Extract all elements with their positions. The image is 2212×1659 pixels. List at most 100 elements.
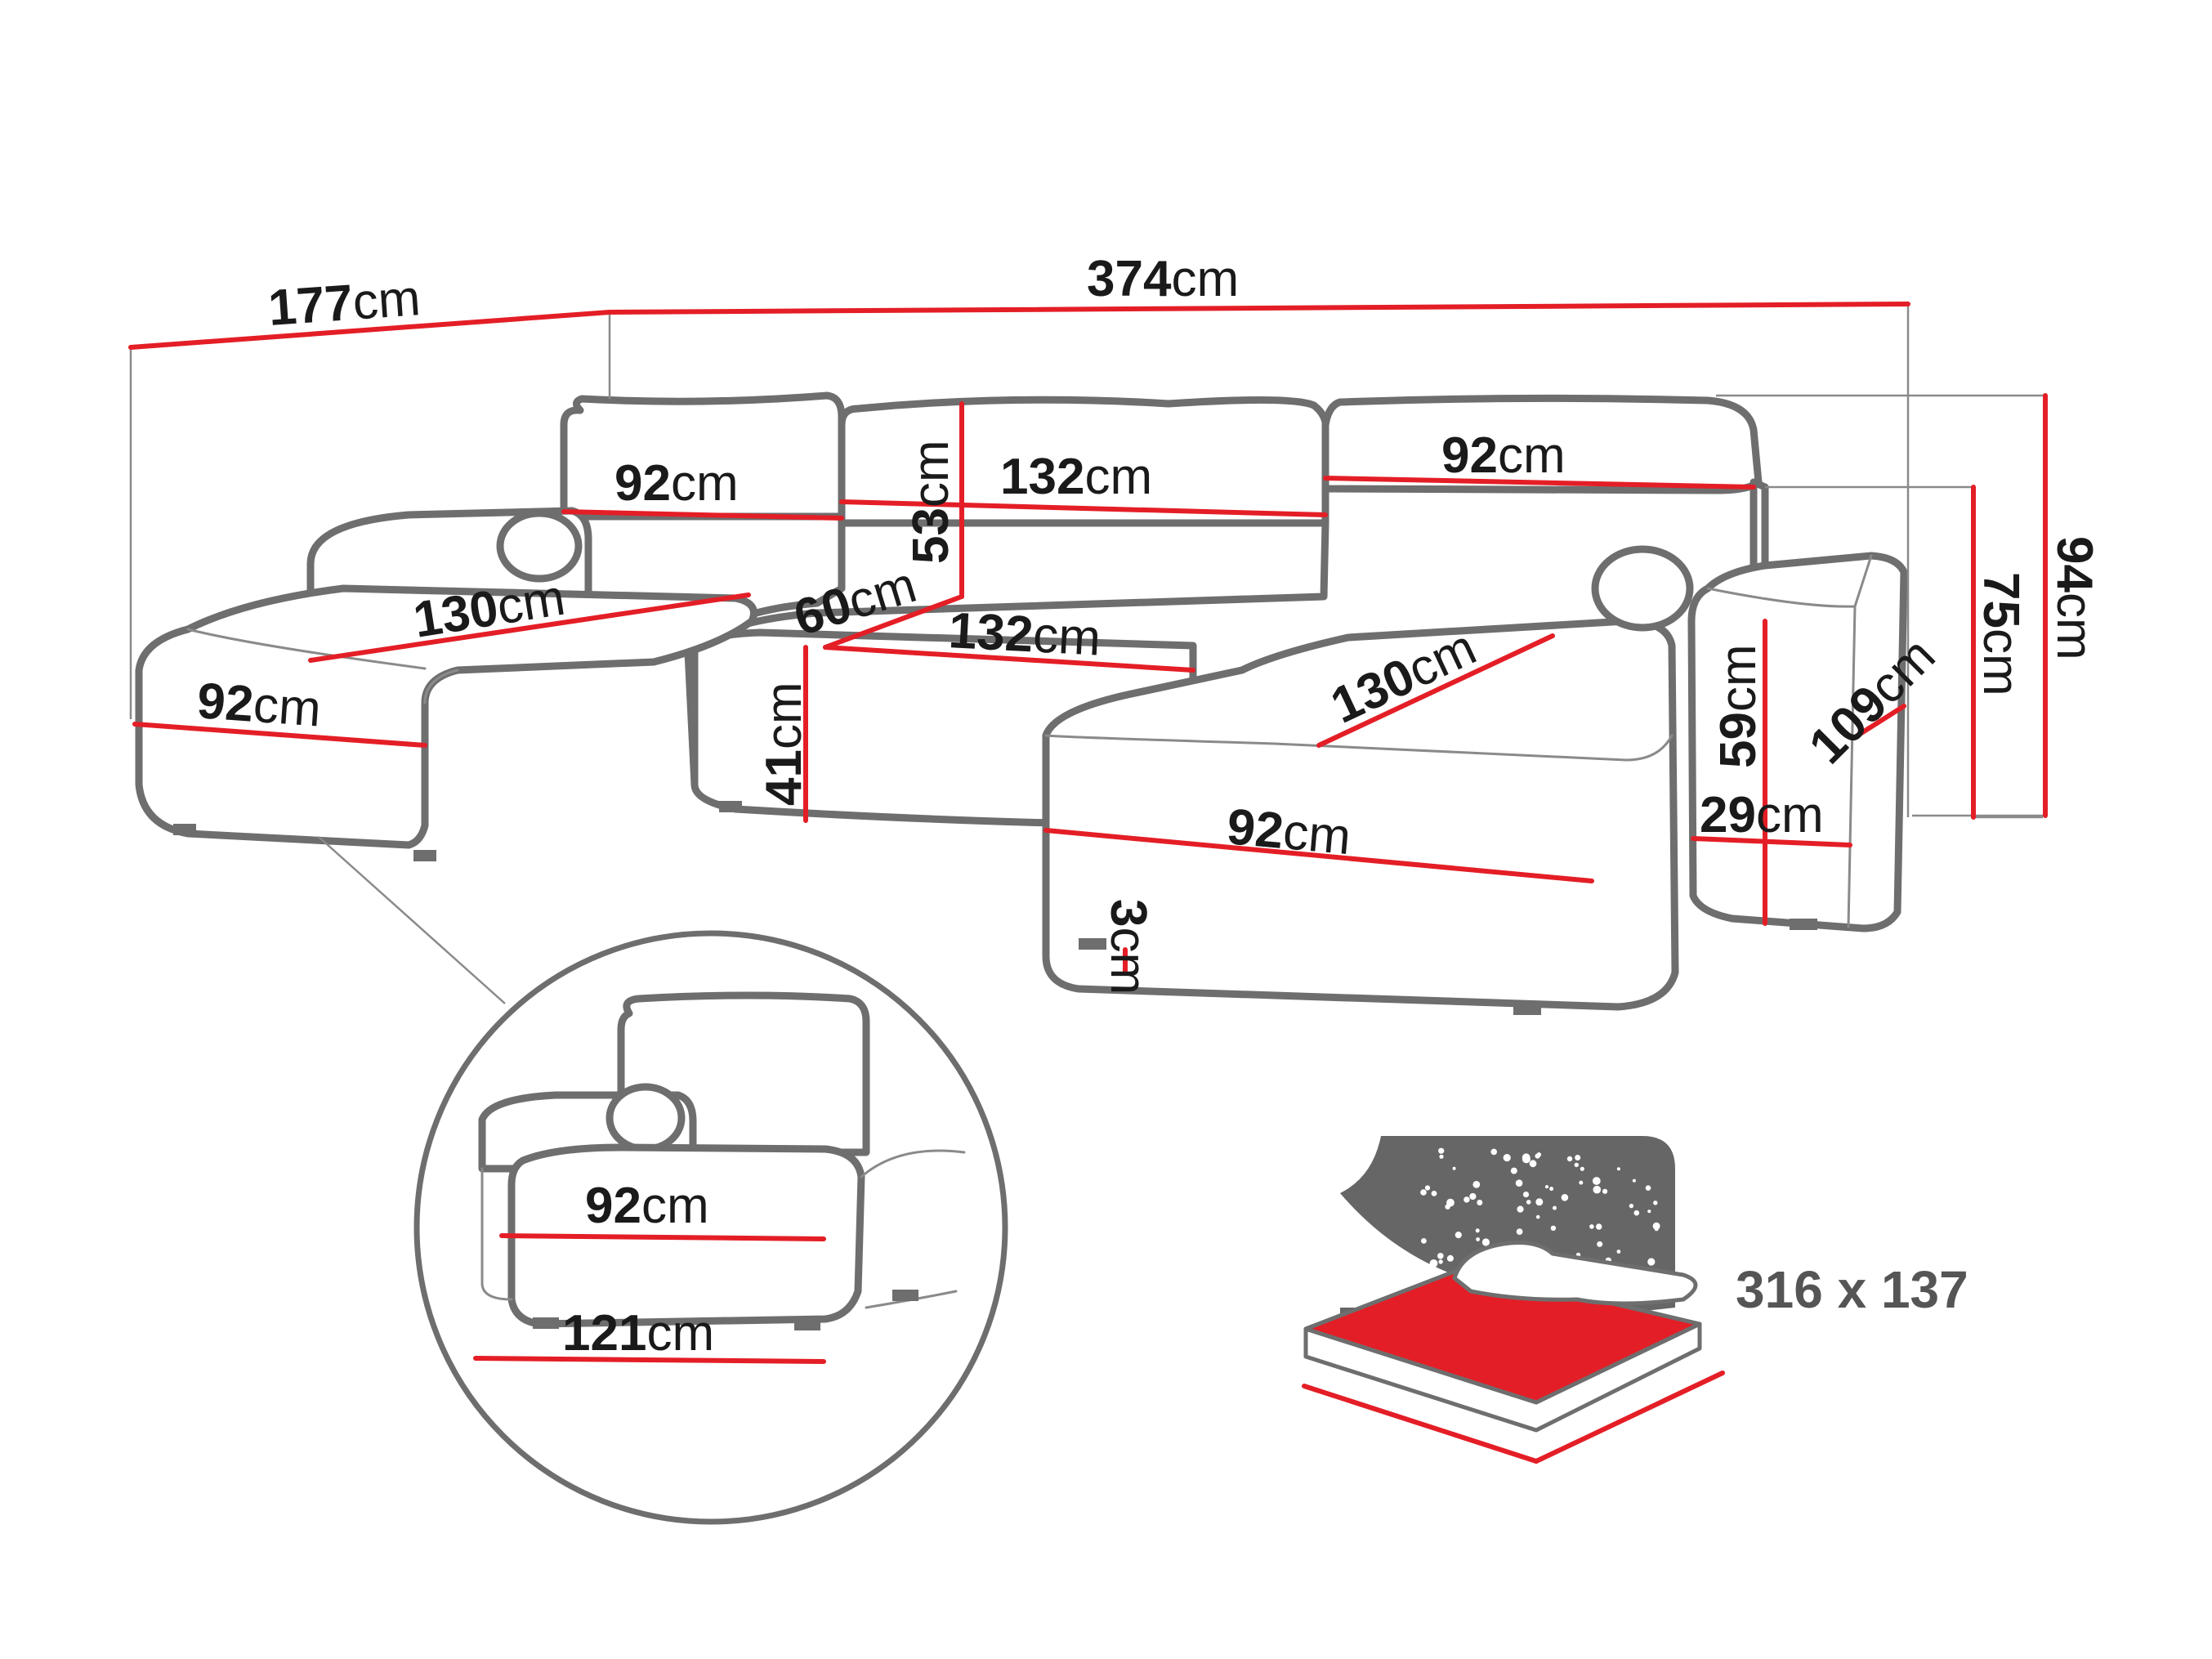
star-icon [1429, 1259, 1438, 1268]
dim-line-seat-depth [823, 594, 964, 650]
label-back-right-width: 92cm [1441, 427, 1566, 484]
star-icon [1616, 1167, 1620, 1171]
dimension-lines [128, 302, 2048, 975]
star-icon [1516, 1228, 1523, 1235]
star-icon [1544, 1185, 1549, 1189]
star-icon [1535, 1153, 1540, 1159]
label-seat-width-mid: 132cm [947, 602, 1102, 667]
star-icon [1654, 1227, 1659, 1232]
leg [892, 1290, 918, 1301]
star-icon [1580, 1166, 1584, 1171]
right-chaise-top [1044, 734, 1674, 762]
star-icon [1596, 1223, 1602, 1230]
moon-icon [1340, 1193, 1455, 1308]
sleeping-dim-line-length [1302, 1384, 1539, 1464]
leg [1790, 919, 1817, 930]
star-icon [1645, 1185, 1651, 1191]
star-icon [1481, 1238, 1490, 1246]
star-icon [1515, 1179, 1523, 1187]
star-icon [1593, 1185, 1602, 1194]
star-icon [1589, 1224, 1594, 1229]
dim-line-seat-mid [823, 645, 1195, 673]
star-icon [1549, 1187, 1554, 1192]
label-arm-height: 59cm [1710, 644, 1767, 768]
leg [533, 1317, 559, 1329]
star-icon [1566, 1156, 1573, 1162]
star-icon [1438, 1259, 1443, 1264]
star-icon [1647, 1258, 1656, 1266]
dimension-labels: 177cm 374cm 92cm 132cm 92cm 53cm 60cm 13… [195, 251, 2103, 995]
star-icon [1431, 1191, 1437, 1196]
detail-bolster-pillow [606, 1083, 686, 1153]
star-icon [1452, 1166, 1456, 1170]
detail-dim-line-width [499, 1233, 826, 1241]
star-icon [1475, 1228, 1480, 1233]
star-icon [1476, 1237, 1480, 1241]
star-icon [1633, 1210, 1640, 1216]
star-icon [1579, 1180, 1584, 1185]
leg [173, 824, 196, 835]
right-bolster-pillow [1591, 545, 1694, 632]
sofa-drawing [135, 391, 1908, 1015]
label-back-height: 53cm [903, 440, 959, 564]
star-icon [1592, 1177, 1601, 1185]
leg [1513, 1004, 1541, 1015]
label-seat-height: 41cm [756, 682, 812, 806]
star-icon [1647, 1210, 1651, 1214]
star-icon [1420, 1189, 1427, 1196]
star-icon [1455, 1232, 1462, 1239]
star-icon [1553, 1205, 1557, 1210]
star-icon [1437, 1253, 1444, 1259]
star-icon [1632, 1178, 1636, 1183]
label-total-width: 374cm [1087, 251, 1239, 307]
leg [794, 1319, 820, 1330]
detail-arm-side [480, 1167, 513, 1301]
star-icon [1503, 1154, 1511, 1162]
label-depth-left: 177cm [266, 270, 422, 337]
dim-line-arm-width [1691, 836, 1852, 847]
detail-label-length: 121cm [562, 1305, 714, 1362]
star-icon [1510, 1167, 1517, 1174]
label-arm-width: 29cm [1700, 787, 1824, 843]
leg [719, 801, 742, 812]
star-icon [1424, 1185, 1431, 1191]
star-icon [1616, 1250, 1621, 1254]
star-icon [1629, 1203, 1634, 1209]
dim-line-back-mid [839, 499, 1328, 517]
label-back-left-width: 92cm [614, 455, 739, 512]
star-icon [1561, 1194, 1569, 1201]
star-icon [1490, 1148, 1497, 1156]
star-icon [1469, 1192, 1477, 1201]
star-icon [1653, 1201, 1658, 1205]
label-chaise-left-length: 130cm [409, 570, 569, 649]
label-height-75: 75cm [1973, 572, 2029, 696]
leg [1079, 938, 1106, 950]
star-icon [1575, 1155, 1581, 1160]
star-icon [1446, 1254, 1454, 1262]
sleeping-dim-line-width [1534, 1371, 1725, 1464]
star-icon [1438, 1147, 1445, 1154]
sleeping-area-label: 316 x 137 [1736, 1260, 1968, 1319]
star-icon [1472, 1181, 1481, 1188]
dim-line-chaise-right-length [1316, 633, 1555, 748]
label-leg-height: 3cm [1100, 899, 1156, 995]
star-icon [1445, 1204, 1450, 1210]
dim-line-177 [128, 310, 612, 350]
label-back-mid-width: 132cm [1000, 449, 1152, 505]
star-icon [1602, 1188, 1608, 1194]
star-icon [1535, 1214, 1540, 1219]
star-icon [1550, 1225, 1557, 1232]
right-arm-top [1706, 554, 1873, 928]
dim-line-374 [607, 302, 1910, 315]
detail-view: 92cm 121cm [413, 930, 1008, 1525]
dim-line-arm-depth [1852, 704, 1906, 740]
left-bolster-pillow [496, 509, 583, 583]
leader-lines [129, 304, 2045, 1004]
star-icon [1517, 1205, 1524, 1213]
star-icon [1463, 1196, 1470, 1203]
star-icon [1535, 1198, 1544, 1206]
dim-line-chaise-left-length [308, 592, 751, 663]
label-height-94: 94cm [2046, 536, 2103, 660]
detail-dim-line-length [473, 1356, 826, 1364]
